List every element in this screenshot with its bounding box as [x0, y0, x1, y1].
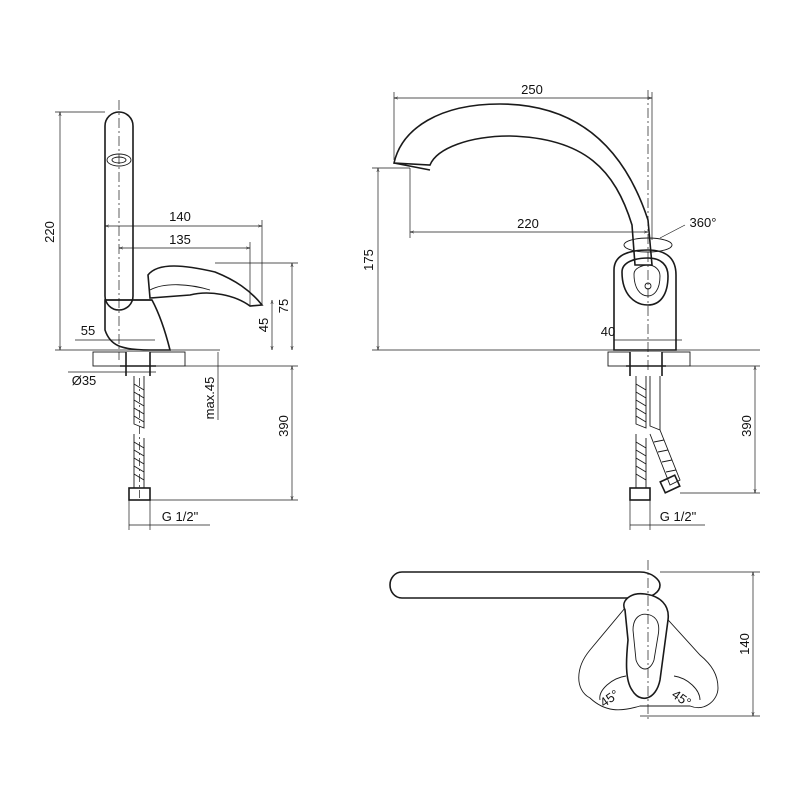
- lever: [147, 265, 264, 307]
- dim-lever-reach: 140: [169, 209, 191, 224]
- dim-height: 220: [42, 221, 57, 243]
- body-top: [623, 592, 670, 700]
- spout-top: [389, 571, 661, 599]
- spout: [393, 103, 653, 266]
- dim-depth: 140: [737, 633, 752, 655]
- lever-knob: [621, 257, 669, 306]
- dim-spout-height: 175: [361, 249, 376, 271]
- body: [613, 249, 677, 351]
- fitting: [629, 487, 651, 501]
- dim-thread: G 1/2": [660, 509, 697, 524]
- dim-lever-reach-inner: 135: [169, 232, 191, 247]
- dim-hose-length: 390: [276, 415, 291, 437]
- dim-lever-low: 45: [256, 318, 271, 332]
- dim-thread: G 1/2": [162, 509, 199, 524]
- dim-rotation: 360°: [690, 215, 717, 230]
- dim-spout-total: 250: [521, 82, 543, 97]
- dim-base-height: 55: [81, 323, 95, 338]
- dim-hole-diameter: Ø35: [72, 373, 97, 388]
- dim-lever-high: 75: [276, 299, 291, 313]
- front-view: 250 220 175 360° 40 390 G 1/2": [361, 82, 760, 530]
- angle-left: 45°: [597, 687, 622, 711]
- dim-hose-length: 390: [739, 415, 754, 437]
- spout-tube: [104, 111, 134, 311]
- top-view: 140 45° 45°: [389, 560, 760, 720]
- body: [104, 299, 172, 351]
- dim-max-thickness: max.45: [202, 377, 217, 420]
- fitting: [128, 487, 151, 501]
- swing-zone: [578, 589, 719, 711]
- dim-body-width: 40: [601, 324, 615, 339]
- side-view: 220 140 135 55 45 75 Ø35 max.45 390 G 1/…: [42, 100, 298, 530]
- dim-spout-reach: 220: [517, 216, 539, 231]
